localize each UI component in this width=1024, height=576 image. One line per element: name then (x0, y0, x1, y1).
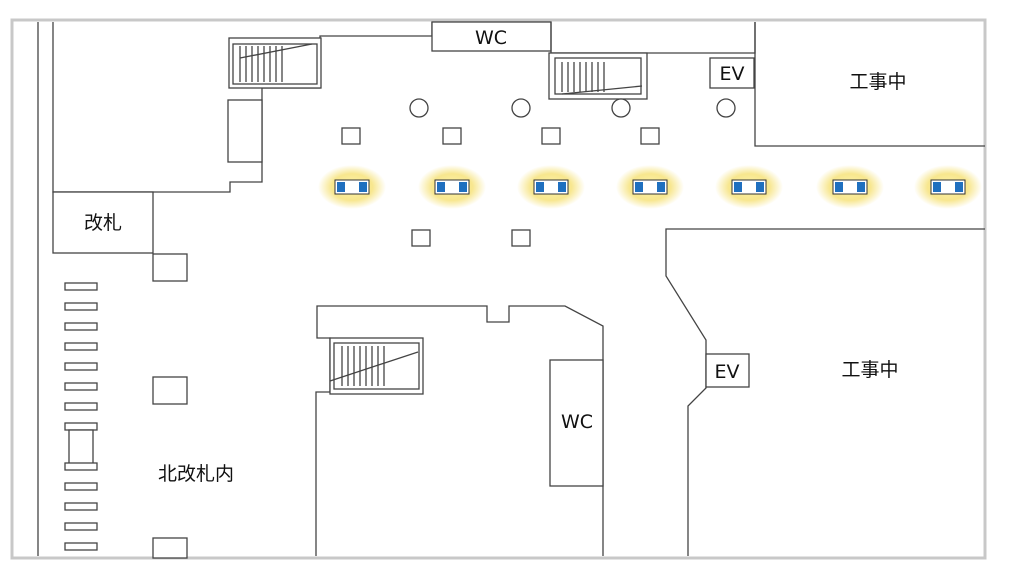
map-border (10, 18, 987, 560)
gate-lanes (64, 282, 98, 551)
stair-middle (329, 337, 424, 395)
stair-top-right (548, 52, 648, 100)
ev-right-label: EV (714, 361, 739, 383)
wall-recess (227, 99, 263, 163)
signage-2 (418, 165, 486, 209)
round-pillars (409, 98, 736, 118)
signage-row (318, 165, 982, 209)
ev-top-label: EV (719, 63, 744, 85)
wc-top-box (431, 21, 552, 52)
signage-5 (715, 165, 783, 209)
pillar-left-3 (152, 537, 188, 559)
pillar-left-2 (152, 376, 188, 405)
signage-1 (318, 165, 386, 209)
north-gate-inside-label: 北改札内 (158, 463, 234, 485)
ev-top-box (709, 57, 755, 89)
ticket-gate-label: 改札 (84, 212, 122, 234)
pillar-left-1 (152, 253, 188, 282)
wc-middle-box (549, 359, 604, 487)
construction-top-label: 工事中 (849, 71, 906, 93)
ev-right-box (705, 353, 750, 388)
signage-6 (816, 165, 884, 209)
construction-right-area (665, 228, 985, 556)
construction-right-label: 工事中 (841, 359, 898, 381)
wc-middle-label: WC (561, 411, 593, 433)
signage-3 (517, 165, 585, 209)
square-pillar-mid-1 (411, 229, 431, 247)
wc-top-label: WC (475, 27, 507, 49)
ticket-gate-box (52, 191, 154, 254)
square-pillar-mid-2 (511, 229, 531, 247)
square-pillars-upper (341, 127, 660, 145)
construction-top-area (754, 22, 985, 147)
signage-7 (914, 165, 982, 209)
signage-4 (616, 165, 684, 209)
stair-top-left (228, 37, 322, 89)
